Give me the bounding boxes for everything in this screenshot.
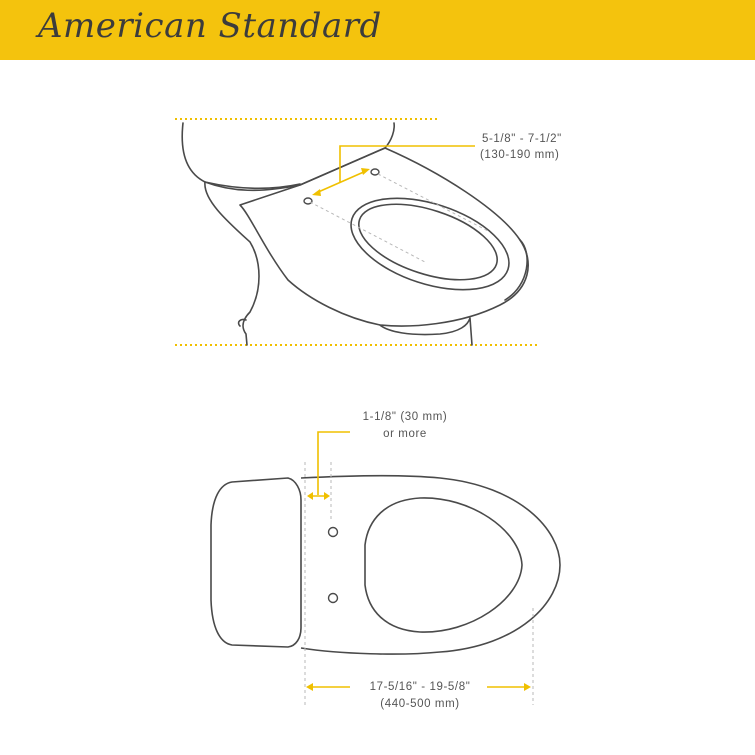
seat-top-outline [300, 474, 561, 655]
brand-logo: American Standard [38, 6, 382, 46]
tank-top-outline [210, 477, 302, 648]
length-imperial-label: 17-5/16" - 19-5/8" [369, 681, 471, 693]
mounting-hole-top-upper [327, 526, 339, 538]
tank-lid-edge [204, 181, 301, 190]
top-view-diagram [210, 431, 561, 705]
length-metric-label: (440-500 mm) [380, 698, 460, 710]
side-projection-line-left [309, 201, 426, 263]
seat-deck-outline [239, 147, 529, 327]
bolt-spacing-arrow-left [312, 189, 321, 196]
bolt-spacing-imperial-label: 5-1/8" - 7-1/2" [482, 133, 562, 145]
seat-opening-inner [358, 203, 498, 281]
pedestal-back-outline [204, 181, 260, 346]
clearance-imperial-label: 1-1/8" (30 mm) [362, 411, 448, 423]
brand-header-bar: American Standard [0, 0, 755, 60]
seat-rim-edge [504, 239, 528, 301]
clearance-leader [317, 431, 350, 495]
mounting-hole-left [303, 197, 313, 205]
length-arrow-left [306, 683, 313, 691]
pedestal-step [237, 318, 247, 327]
clearance-note-label: or more [383, 428, 427, 440]
bolt-spacing-arrow-right [361, 168, 370, 175]
mounting-hole-top-lower [327, 592, 339, 604]
tank-outline [181, 122, 395, 192]
seat-opening-top [364, 497, 523, 633]
side-view-diagram [175, 118, 540, 346]
length-arrow-right [524, 683, 531, 691]
bowl-lower-outline [379, 317, 473, 346]
bolt-spacing-dimension-line [315, 170, 367, 194]
clearance-arrow-left [307, 492, 313, 500]
seat-opening-outer [350, 197, 510, 291]
mounting-hole-right [370, 168, 380, 176]
bolt-spacing-metric-label: (130-190 mm) [480, 149, 560, 161]
bolt-spacing-leader [339, 145, 475, 182]
clearance-arrow-right [324, 492, 330, 500]
